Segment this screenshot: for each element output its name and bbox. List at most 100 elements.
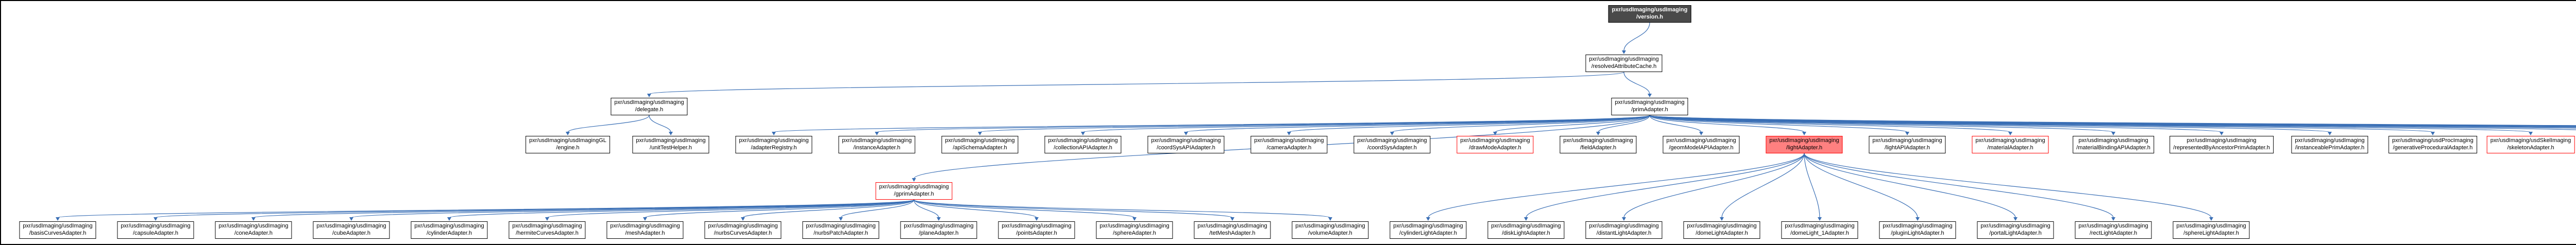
node-label-file: /pointsAdapter.h xyxy=(1016,230,1057,236)
graph-node-sphereAdapter[interactable]: pxr/usdImaging/usdImaging/sphereAdapter.… xyxy=(1096,221,1173,239)
graph-node-primAdapter[interactable]: pxr/usdImaging/usdImaging/primAdapter.h xyxy=(1611,98,1688,115)
node-label-file: /cylinderAdapter.h xyxy=(426,230,472,236)
edge-arrowhead-icon xyxy=(154,217,158,221)
node-label-file: /domeLight_1Adapter.h xyxy=(1790,230,1849,236)
graph-node-cylinderAdapter[interactable]: pxr/usdImaging/usdImaging/cylinderAdapte… xyxy=(411,221,488,239)
graph-node-adapterRegistry[interactable]: pxr/usdImaging/usdImaging/adapterRegistr… xyxy=(735,136,812,153)
edge-arrowhead-icon xyxy=(2431,132,2435,135)
graph-node-lightAdapter[interactable]: pxr/usdImaging/usdImaging/lightAdapter.h xyxy=(1766,136,1843,153)
graph-node-pluginLightAdapter[interactable]: pxr/usdImaging/usdImaging/pluginLightAda… xyxy=(1879,221,1956,239)
graph-node-cubeAdapter[interactable]: pxr/usdImaging/usdImaging/cubeAdapter.h xyxy=(313,221,390,239)
graph-node-rectLightAdapter[interactable]: pxr/usdImaging/usdImaging/rectLightAdapt… xyxy=(2075,221,2152,239)
graph-node-basisCurvesAdapter[interactable]: pxr/usdImaging/usdImaging/basisCurvesAda… xyxy=(19,221,96,239)
node-label-dir: pxr/usdImaging/usdImaging xyxy=(2187,137,2257,144)
include-edge xyxy=(1649,115,2576,126)
edge-arrowhead-icon xyxy=(2529,132,2533,135)
include-edge xyxy=(1598,115,1650,133)
node-label-dir: pxr/usdImaging/usdImaging xyxy=(842,137,912,144)
graph-node-volumeAdapter[interactable]: pxr/usdImaging/usdImaging/volumeAdapter.… xyxy=(1292,221,1369,239)
include-edge xyxy=(1804,153,1918,218)
graph-node-representedByAncestorPrimAdapter[interactable]: pxr/usdImaging/usdImaging/representedByA… xyxy=(2170,136,2274,153)
node-label-dir: pxr/usdImaging/usdImaging xyxy=(1357,137,1427,144)
graph-node-collectionAPIAdapter[interactable]: pxr/usdImaging/usdImaging/collectionAPIA… xyxy=(1044,136,1122,153)
graph-node-diskLightAdapter[interactable]: pxr/usdImaging/usdImaging/diskLightAdapt… xyxy=(1487,221,1565,239)
graph-node-cameraAdapter[interactable]: pxr/usdImaging/usdImaging/cameraAdapter.… xyxy=(1250,136,1328,153)
graph-node-planeAdapter[interactable]: pxr/usdImaging/usdImaging/planeAdapter.h xyxy=(900,221,977,239)
graph-node-coordSysAdapter[interactable]: pxr/usdImaging/usdImaging/coordSysAdapte… xyxy=(1353,136,1431,153)
node-label-dir: pxr/usdImaging/usdImaging xyxy=(2176,223,2246,230)
graph-node-unitTestHelper[interactable]: pxr/usdImaging/usdImaging/unitTestHelper… xyxy=(632,136,709,153)
graph-node-pointsAdapter[interactable]: pxr/usdImaging/usdImaging/pointsAdapter.… xyxy=(998,221,1075,239)
graph-node-gprimAdapter[interactable]: pxr/usdImaging/usdImaging/gprimAdapter.h xyxy=(875,182,953,200)
include-edge xyxy=(1649,115,2531,133)
include-edge xyxy=(913,199,1331,218)
graph-node-instanceAdapter[interactable]: pxr/usdImaging/usdImaging/instanceAdapte… xyxy=(838,136,916,153)
node-label-file: /planeAdapter.h xyxy=(919,230,959,236)
graph-node-engine[interactable]: pxr/usdImaging/usdImagingGL/engine.h xyxy=(526,136,610,153)
node-label-dir: pxr/usdImaging/usdImagingGL xyxy=(529,137,606,144)
include-edge xyxy=(742,199,914,218)
node-label-file: /cylinderLightAdapter.h xyxy=(1399,230,1457,236)
node-label-dir: pxr/usdImaging/usdImaging xyxy=(1883,223,1953,230)
node-label-file: /resolvedAttributeCache.h xyxy=(1591,63,1657,69)
graph-node-domeLightAdapter[interactable]: pxr/usdImaging/usdImaging/domeLightAdapt… xyxy=(1683,221,1760,239)
graph-node-nurbsCurvesAdapter[interactable]: pxr/usdImaging/usdImaging/nurbsCurvesAda… xyxy=(704,221,782,239)
node-label-dir: pxr/usdImaging/usdImaging xyxy=(2078,223,2148,230)
include-edge xyxy=(913,199,939,218)
edge-arrowhead-icon xyxy=(1818,217,1822,221)
include-edge xyxy=(1649,115,2576,130)
include-edge xyxy=(876,115,1650,133)
graph-node-meshAdapter[interactable]: pxr/usdImaging/usdImaging/meshAdapter.h xyxy=(606,221,684,239)
graph-node-delegate[interactable]: pxr/usdImaging/usdImaging/delegate.h xyxy=(611,98,688,115)
node-label-file: /coordSysAdapter.h xyxy=(1367,145,1417,151)
include-edge xyxy=(773,115,1650,133)
graph-node-tetMeshAdapter[interactable]: pxr/usdImaging/usdImaging/tetMeshAdapter… xyxy=(1194,221,1271,239)
graph-node-materialBindingAPIAdapter[interactable]: pxr/usdImaging/usdImaging/materialBindin… xyxy=(2073,136,2154,153)
node-label-file: /distantLightAdapter.h xyxy=(1596,230,1652,236)
edge-arrowhead-icon xyxy=(566,132,570,135)
node-label-file: /volumeAdapter.h xyxy=(1308,230,1352,236)
node-label-file: /adapterRegistry.h xyxy=(751,145,797,151)
include-edge xyxy=(913,199,1233,218)
graph-node-skeletonAdapter[interactable]: pxr/usdImaging/usdSkelImaging/skeletonAd… xyxy=(2486,136,2575,153)
graph-node-domeLight_1Adapter[interactable]: pxr/usdImaging/usdImaging/domeLight_1Ada… xyxy=(1781,221,1858,239)
graph-node-apiSchemaAdapter[interactable]: pxr/usdImaging/usdImaging/apiSchemaAdapt… xyxy=(941,136,1019,153)
graph-node-materialAdapter[interactable]: pxr/usdImaging/usdImaging/materialAdapte… xyxy=(1972,136,2049,153)
graph-node-capsuleAdapter[interactable]: pxr/usdImaging/usdImaging/capsuleAdapter… xyxy=(117,221,194,239)
graph-node-coneAdapter[interactable]: pxr/usdImaging/usdImaging/coneAdapter.h xyxy=(215,221,292,239)
graph-node-geomModelAPIAdapter[interactable]: pxr/usdImaging/usdImaging/geomModelAPIAd… xyxy=(1663,136,1740,153)
edge-arrowhead-icon xyxy=(1916,217,1920,221)
graph-node-coordSysAPIAdapter[interactable]: pxr/usdImaging/usdImaging/coordSysAPIAda… xyxy=(1147,136,1225,153)
include-edge xyxy=(1649,115,2330,133)
graph-node-resolvedAttributeCache[interactable]: pxr/usdImaging/usdImaging/resolvedAttrib… xyxy=(1585,55,1663,72)
node-label-file: /cubeAdapter.h xyxy=(332,230,371,236)
node-label-dir: pxr/usdImaging/usdImaging xyxy=(316,223,386,230)
graph-node-instanceablePrimAdapter[interactable]: pxr/usdImaging/usdImaging/instanceablePr… xyxy=(2291,136,2368,153)
graph-node-generativeProceduralAdapter[interactable]: pxr/usdImaging/usdProcImaging/generative… xyxy=(2388,136,2477,153)
graph-node-lightAPIAdapter[interactable]: pxr/usdImaging/usdImaging/lightAPIAdapte… xyxy=(1869,136,1946,153)
node-label-file: /version.h xyxy=(1636,14,1663,20)
graph-node-portalLightAdapter[interactable]: pxr/usdImaging/usdImaging/portalLightAda… xyxy=(1977,221,2054,239)
graph-node-hermiteCurvesAdapter[interactable]: pxr/usdImaging/usdImaging/hermiteCurvesA… xyxy=(509,221,586,239)
node-label-dir: pxr/usdImaging/usdImaging xyxy=(512,223,582,230)
node-label-file: /representedByAncestorPrimAdapter.h xyxy=(2173,145,2270,151)
node-label-file: /sphereLightAdapter.h xyxy=(2183,230,2239,236)
node-label-dir: pxr/usdImaging/usdImaging xyxy=(414,223,484,230)
edge-arrowhead-icon xyxy=(643,217,647,221)
edge-arrowhead-icon xyxy=(1184,132,1188,135)
graph-node-distantLightAdapter[interactable]: pxr/usdImaging/usdImaging/distantLightAd… xyxy=(1585,221,1663,239)
graph-node-fieldAdapter[interactable]: pxr/usdImaging/usdImaging/fieldAdapter.h xyxy=(1560,136,1637,153)
graph-node-cylinderLightAdapter[interactable]: pxr/usdImaging/usdImaging/cylinderLightA… xyxy=(1389,221,1467,239)
edge-arrowhead-icon xyxy=(349,217,353,221)
graph-node-drawModeAdapter[interactable]: pxr/usdImaging/usdImaging/drawModeAdapte… xyxy=(1456,136,1534,153)
graph-node-nurbsPatchAdapter[interactable]: pxr/usdImaging/usdImaging/nurbsPatchAdap… xyxy=(802,221,879,239)
edge-arrowhead-icon xyxy=(1524,217,1528,221)
node-label-dir: pxr/usdImaging/usdImaging xyxy=(1589,223,1659,230)
graph-node-sphereLightAdapter[interactable]: pxr/usdImaging/usdImaging/sphereLightAda… xyxy=(2173,221,2250,239)
edge-arrowhead-icon xyxy=(2013,217,2018,221)
node-label-dir: pxr/usdImaging/usdImaging xyxy=(610,223,680,230)
node-label-dir: pxr/usdImaging/usdImaging xyxy=(2295,137,2365,144)
graph-node-version[interactable]: pxr/usdImaging/usdImaging/version.h xyxy=(1608,5,1691,23)
include-edge xyxy=(1649,115,1908,133)
